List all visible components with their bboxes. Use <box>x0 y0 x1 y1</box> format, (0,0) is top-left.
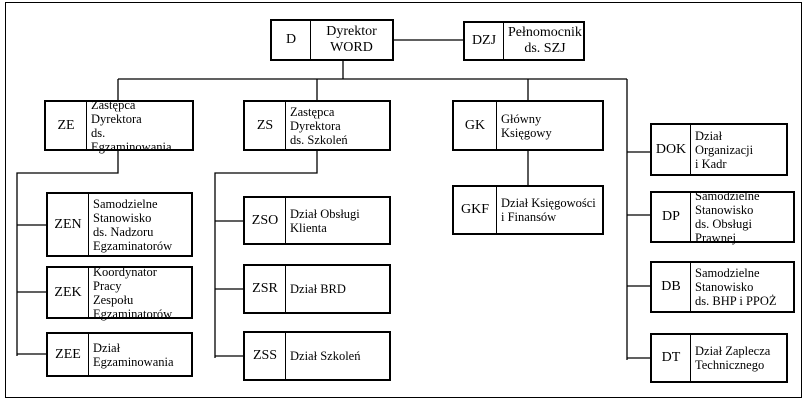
deputy-exams-box: ZE Zastępca Dyrektora ds. Egzaminowania <box>44 97 194 154</box>
customer-service-code: ZSO <box>245 198 286 243</box>
director-name: Dyrektor WORD <box>326 24 377 55</box>
plenipotent-box: DZJ Pełnomocnik ds. SZJ <box>463 21 585 61</box>
organization-hr-name: Dział Organizacji i Kadr <box>695 128 754 171</box>
deputy-training-name: Zastępca Dyrektora ds. Szkoleń <box>290 104 348 147</box>
safety-post-box: DB Samodzielne Stanowisko ds. BHP i PPOŻ <box>650 261 795 313</box>
training-dept-code: ZSS <box>245 333 286 379</box>
legal-post-box: DP Samodzielne Stanowisko ds. Obsługi Pr… <box>650 189 795 245</box>
training-dept-box: ZSS Dział Szkoleń <box>243 331 391 381</box>
chief-accountant-box: GK Główny Księgowy <box>452 100 604 151</box>
exams-dept-code: ZEE <box>48 334 89 375</box>
deputy-exams-code: ZE <box>46 102 87 149</box>
safety-post-name: Samodzielne Stanowisko ds. BHP i PPOŻ <box>695 266 777 308</box>
technical-facilities-code: DT <box>652 335 691 381</box>
accounting-dept-code: GKF <box>454 187 497 233</box>
legal-post-code: DP <box>652 193 691 241</box>
supervision-post-box: ZEN Samodzielne Stanowisko ds. Nadzoru E… <box>46 192 193 257</box>
chief-accountant-code: GK <box>454 102 497 149</box>
chief-accountant-name: Główny Księgowy <box>501 111 552 140</box>
organization-hr-code: DOK <box>652 125 691 174</box>
customer-service-box: ZSO Dział Obsługi Klienta <box>243 196 391 245</box>
director-box: D Dyrektor WORD <box>270 19 394 61</box>
road-safety-dept-box: ZSR Dział BRD <box>243 264 391 314</box>
chart-frame <box>5 2 802 398</box>
supervision-post-code: ZEN <box>48 194 89 255</box>
supervision-post-name: Samodzielne Stanowisko ds. Nadzoru Egzam… <box>93 196 173 253</box>
examiners-coordinator-name: Koordynator Pracy Zespołu Egzaminatorów <box>93 264 173 321</box>
exams-dept-box: ZEE Dział Egzaminowania <box>46 332 193 377</box>
accounting-dept-name: Dział Księgowości i Finansów <box>501 196 596 224</box>
accounting-dept-box: GKF Dział Księgowości i Finansów <box>452 185 604 235</box>
road-safety-dept-name: Dział BRD <box>290 282 346 296</box>
exams-dept-name: Dział Egzaminowania <box>93 340 174 369</box>
examiners-coordinator-code: ZEK <box>48 268 89 317</box>
safety-post-code: DB <box>652 263 691 311</box>
training-dept-name: Dział Szkoleń <box>290 349 361 363</box>
organization-hr-box: DOK Dział Organizacji i Kadr <box>650 123 788 176</box>
director-code: D <box>272 21 311 59</box>
legal-post-name: Samodzielne Stanowisko ds. Obsługi Prawn… <box>695 189 760 245</box>
customer-service-name: Dział Obsługi Klienta <box>290 206 360 235</box>
deputy-training-box: ZS Zastępca Dyrektora ds. Szkoleń <box>243 100 391 151</box>
examiners-coordinator-box: ZEK Koordynator Pracy Zespołu Egzaminato… <box>46 264 193 321</box>
road-safety-dept-code: ZSR <box>245 266 286 312</box>
plenipotent-name: Pełnomocnik ds. SZJ <box>508 25 582 56</box>
technical-facilities-box: DT Dział Zaplecza Technicznego <box>650 333 788 383</box>
deputy-exams-name: Zastępca Dyrektora ds. Egzaminowania <box>91 97 172 154</box>
plenipotent-code: DZJ <box>465 23 504 59</box>
technical-facilities-name: Dział Zaplecza Technicznego <box>695 344 771 372</box>
deputy-training-code: ZS <box>245 102 286 149</box>
